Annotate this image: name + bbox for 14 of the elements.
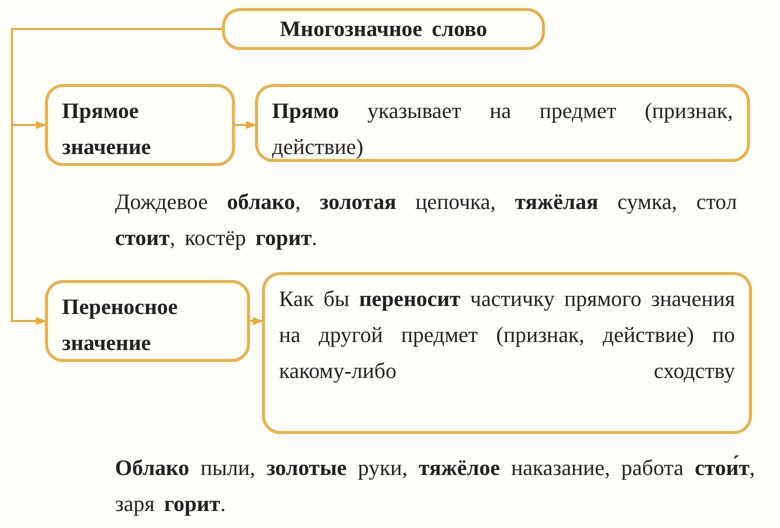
rounded-box [222,8,545,50]
arrow [250,317,263,325]
box-text: Как бы переносит частичку прямого значения на другой предмет (признак, действие) по какому-либо сходству [279,285,735,385]
rounded-box [45,84,235,166]
rounded-box [262,272,752,434]
rounded-box [255,84,750,162]
box-text: Многозначное слово [278,15,488,43]
box-text: Переносное значение [62,293,179,357]
example-paragraph: Дождевое облако, золотая цепочка, тяжёлая сумка, стол стоит, костёр горит. [115,188,737,252]
example-paragraph: Облако пыли, золотые руки, тяжёлое наказание, работа стои́т, заря горит. [115,454,755,518]
rounded-box [45,280,250,362]
box-text: Прямое значение [62,97,152,161]
arrow [235,121,256,129]
box-text: Прямо указывает на предмет (признак, действие) [272,97,733,161]
